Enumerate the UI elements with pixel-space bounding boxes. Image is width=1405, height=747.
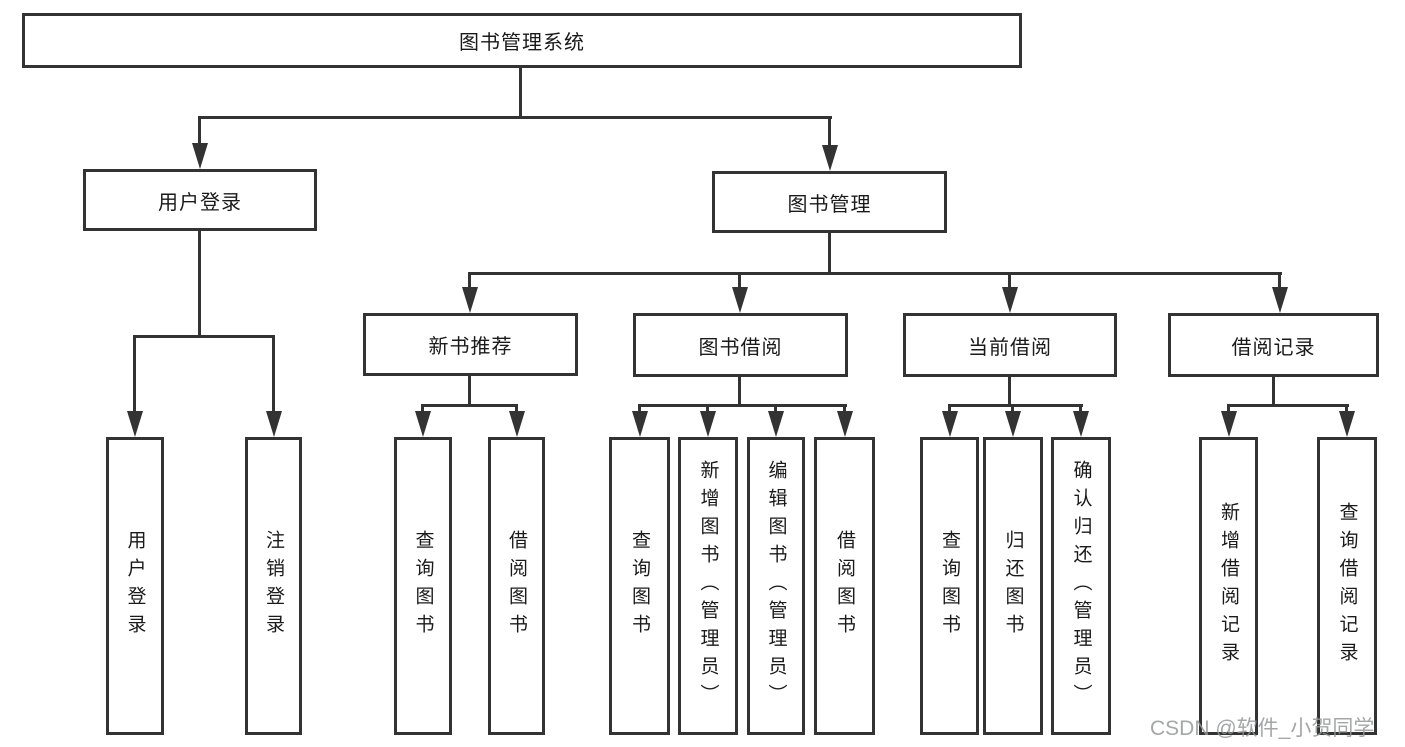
node-label: 图书管理系统: [459, 32, 585, 54]
arrowhead-down-icon: [1221, 411, 1237, 437]
arrowhead-down-icon: [700, 411, 716, 437]
connector-segment: [133, 335, 275, 338]
node-label: 借阅图书: [506, 530, 527, 642]
arrowhead-down-icon: [509, 411, 525, 437]
node-leaf-query-borrow-record: 查询借阅记录: [1317, 437, 1377, 735]
arrowhead-down-icon: [192, 143, 208, 169]
node-label: 用户登录: [124, 530, 146, 642]
node-leaf-borrow-books-1: 借阅图书: [488, 437, 545, 735]
arrowhead-down-icon: [768, 411, 784, 437]
node-current-borrowing: 当前借阅: [903, 313, 1117, 377]
arrowhead-down-icon: [1272, 287, 1288, 313]
node-leaf-borrow-books-2: 借阅图书: [814, 437, 875, 735]
connector-segment: [1008, 272, 1011, 294]
node-new-book-recommend: 新书推荐: [363, 313, 578, 376]
connector-segment: [421, 404, 518, 407]
csdn-watermark: CSDN @软件_小贺同学: [1150, 717, 1375, 740]
node-label: 新增图书（管理员）: [697, 460, 719, 712]
connector-segment: [198, 231, 201, 338]
connector-segment: [828, 116, 831, 146]
arrowhead-down-icon: [942, 411, 958, 437]
node-label: 注销登录: [263, 530, 284, 642]
node-label: 查询图书: [629, 530, 650, 642]
node-leaf-query-books-3: 查询图书: [920, 437, 979, 735]
node-label: 新增借阅记录: [1218, 502, 1239, 670]
connector-segment: [468, 272, 471, 294]
connector-segment: [198, 116, 832, 119]
node-borrowing-records: 借阅记录: [1168, 313, 1379, 377]
node-root: 图书管理系统: [22, 13, 1022, 68]
node-user-login: 用户登录: [83, 169, 317, 231]
connector-segment: [638, 404, 847, 407]
connector-segment: [272, 335, 275, 417]
node-label: 编辑图书（管理员）: [765, 460, 787, 712]
arrowhead-down-icon: [1005, 411, 1021, 437]
arrowhead-down-icon: [822, 145, 838, 171]
arrowhead-down-icon: [837, 411, 853, 437]
node-label: 图书管理: [787, 193, 872, 216]
node-label: 用户登录: [158, 191, 242, 214]
arrowhead-down-icon: [266, 411, 282, 437]
node-label: 查询借阅记录: [1336, 502, 1358, 670]
node-label: 查询图书: [939, 530, 960, 642]
node-leaf-add-borrow-record: 新增借阅记录: [1199, 437, 1258, 735]
node-leaf-logout: 注销登录: [245, 437, 302, 735]
arrowhead-down-icon: [732, 287, 748, 313]
connector-segment: [1227, 404, 1349, 407]
connector-segment: [468, 272, 1282, 275]
node-book-borrowing: 图书借阅: [633, 313, 848, 377]
connector-segment: [519, 68, 522, 119]
connector-segment: [198, 116, 201, 146]
node-book-management: 图书管理: [712, 171, 947, 233]
connector-segment: [133, 335, 136, 417]
node-leaf-query-books-2: 查询图书: [609, 437, 670, 735]
arrowhead-down-icon: [632, 411, 648, 437]
node-leaf-return-books: 归还图书: [983, 437, 1043, 735]
arrowhead-down-icon: [1073, 411, 1089, 437]
arrowhead-down-icon: [127, 411, 143, 437]
node-label: 借阅图书: [834, 530, 855, 642]
node-label: 归还图书: [1002, 530, 1024, 642]
connector-segment: [828, 233, 831, 275]
node-leaf-edit-books-admin: 编辑图书（管理员）: [747, 437, 805, 735]
arrowhead-down-icon: [1002, 287, 1018, 313]
connector-segment: [1272, 377, 1275, 407]
node-label: 确认归还（管理员）: [1070, 460, 1092, 712]
connector-segment: [948, 404, 1083, 407]
arrowhead-down-icon: [1339, 411, 1355, 437]
connector-segment: [468, 376, 471, 407]
connector-segment: [1278, 272, 1281, 294]
node-label: 新书推荐: [428, 336, 513, 358]
node-label: 查询图书: [412, 530, 434, 642]
node-label: 图书借阅: [698, 336, 783, 359]
arrowhead-down-icon: [415, 411, 431, 437]
node-leaf-add-books-admin: 新增图书（管理员）: [678, 437, 738, 735]
node-leaf-query-books-1: 查询图书: [394, 437, 452, 735]
connector-segment: [1008, 377, 1011, 407]
connector-segment: [738, 272, 741, 294]
node-leaf-confirm-return-admin: 确认归还（管理员）: [1051, 437, 1111, 735]
node-leaf-user-login: 用户登录: [106, 437, 164, 735]
connector-segment: [738, 377, 741, 407]
node-label: 当前借阅: [968, 336, 1052, 359]
arrowhead-down-icon: [462, 287, 478, 313]
node-label: 借阅记录: [1231, 336, 1316, 359]
